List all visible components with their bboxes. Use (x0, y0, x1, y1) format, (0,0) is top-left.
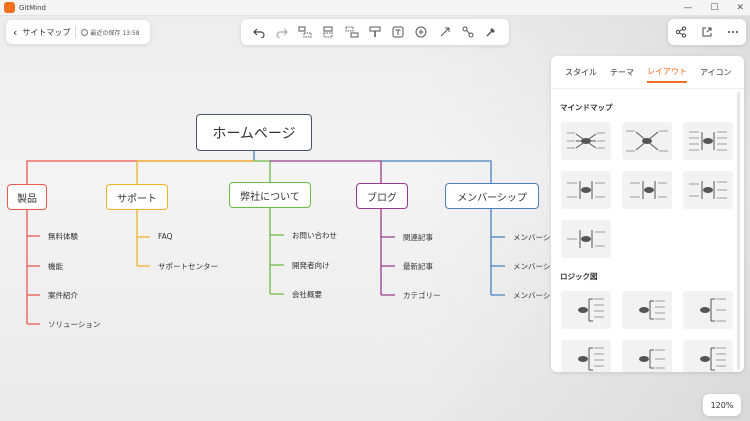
side-panel-scrollbar[interactable] (737, 92, 740, 370)
back-chevron-icon[interactable]: ‹ (13, 25, 18, 39)
edit-toolbar (241, 19, 509, 45)
share-icon[interactable] (673, 24, 689, 40)
layout-option[interactable] (561, 291, 611, 329)
tab-layout[interactable]: レイアウト (647, 66, 687, 83)
branch-node-products[interactable]: 製品 (7, 184, 47, 210)
branch-node-membership[interactable]: メンバーシップ (445, 183, 539, 209)
sitemap-header: ‹ サイトマップ 最近の保存 13:58 (6, 20, 150, 44)
leaf-node[interactable]: 無料体験 (48, 232, 78, 241)
layout-option[interactable] (683, 171, 733, 209)
back-label[interactable]: サイトマップ (22, 27, 71, 37)
tab-icon[interactable]: アイコン (700, 67, 732, 77)
leaf-node[interactable]: メンバーシ (513, 233, 551, 242)
window-controls: — ☐ ✕ (683, 0, 744, 16)
mindmap-layout-grid (561, 122, 744, 258)
minimize-button[interactable]: — (683, 3, 693, 13)
layout-option[interactable] (683, 340, 733, 372)
layout-option[interactable] (561, 340, 611, 372)
layout-option[interactable] (683, 122, 733, 160)
leaf-node[interactable]: FAQ (158, 232, 173, 241)
format-painter-icon[interactable] (367, 24, 383, 40)
layout-option[interactable] (622, 291, 672, 329)
side-panel-tabs: スタイル テーマ レイアウト アイコン (551, 56, 744, 89)
leaf-node[interactable]: 案件紹介 (48, 291, 78, 300)
window-titlebar: GitMind — ☐ ✕ (0, 0, 750, 16)
more-icon[interactable] (725, 24, 741, 40)
zoom-level[interactable]: 120% (703, 394, 741, 416)
layout-option[interactable] (622, 340, 672, 372)
add-parent-icon[interactable] (344, 24, 360, 40)
layout-side-panel: スタイル テーマ レイアウト アイコン マインドマップ ロジック図 (551, 56, 744, 372)
branch-node-support[interactable]: サポート (106, 184, 168, 210)
export-icon[interactable] (699, 24, 715, 40)
add-sibling-icon[interactable] (297, 24, 313, 40)
text-icon[interactable] (390, 24, 406, 40)
close-window-button[interactable]: ✕ (736, 3, 744, 13)
layout-option[interactable] (561, 171, 611, 209)
leaf-node[interactable]: 開発者向け (292, 261, 330, 270)
layout-option[interactable] (622, 171, 672, 209)
save-status: 最近の保存 13:58 (81, 28, 140, 37)
app-logo (4, 2, 15, 13)
layout-option[interactable] (622, 122, 672, 160)
undo-icon[interactable] (251, 24, 267, 40)
leaf-node[interactable]: カテゴリー (403, 291, 441, 300)
leaf-node[interactable]: 会社概要 (292, 290, 322, 299)
logic-layout-grid (561, 291, 744, 372)
saved-check-icon (81, 28, 89, 36)
relation-icon[interactable] (437, 24, 453, 40)
leaf-node[interactable]: 機能 (48, 262, 63, 271)
maximize-button[interactable]: ☐ (710, 3, 719, 13)
header-divider (75, 26, 77, 38)
layout-option[interactable] (561, 122, 611, 160)
branch-node-about[interactable]: 弊社について (229, 182, 311, 208)
redo-icon[interactable] (274, 24, 290, 40)
layout-option[interactable] (683, 291, 733, 329)
tab-theme[interactable]: テーマ (610, 67, 634, 77)
section-title-logic: ロジック図 (560, 272, 598, 281)
app-title: GitMind (19, 3, 46, 12)
section-title-mindmap: マインドマップ (560, 103, 613, 112)
leaf-node[interactable]: メンバーシ (513, 262, 551, 271)
zoom-level-text: 120% (710, 400, 734, 410)
leaf-node[interactable]: ソリューション (48, 320, 101, 329)
layout-option[interactable] (561, 220, 611, 258)
clear-icon[interactable] (483, 24, 499, 40)
leaf-node[interactable]: メンバーシ (513, 291, 551, 300)
leaf-node[interactable]: 最新記事 (403, 262, 433, 271)
root-node[interactable]: ホームページ (196, 114, 312, 151)
branch-node-blog[interactable]: ブログ (356, 183, 408, 209)
save-status-text: 最近の保存 13:58 (90, 29, 140, 37)
summary-icon[interactable] (460, 24, 476, 40)
leaf-node[interactable]: お問い合わせ (292, 231, 337, 240)
add-child-icon[interactable] (320, 24, 336, 40)
leaf-node[interactable]: サポートセンター (158, 262, 218, 271)
right-toolbar (668, 19, 746, 45)
leaf-node[interactable]: 関連記事 (403, 233, 433, 242)
tab-style[interactable]: スタイル (565, 67, 597, 77)
insert-icon[interactable] (413, 24, 429, 40)
